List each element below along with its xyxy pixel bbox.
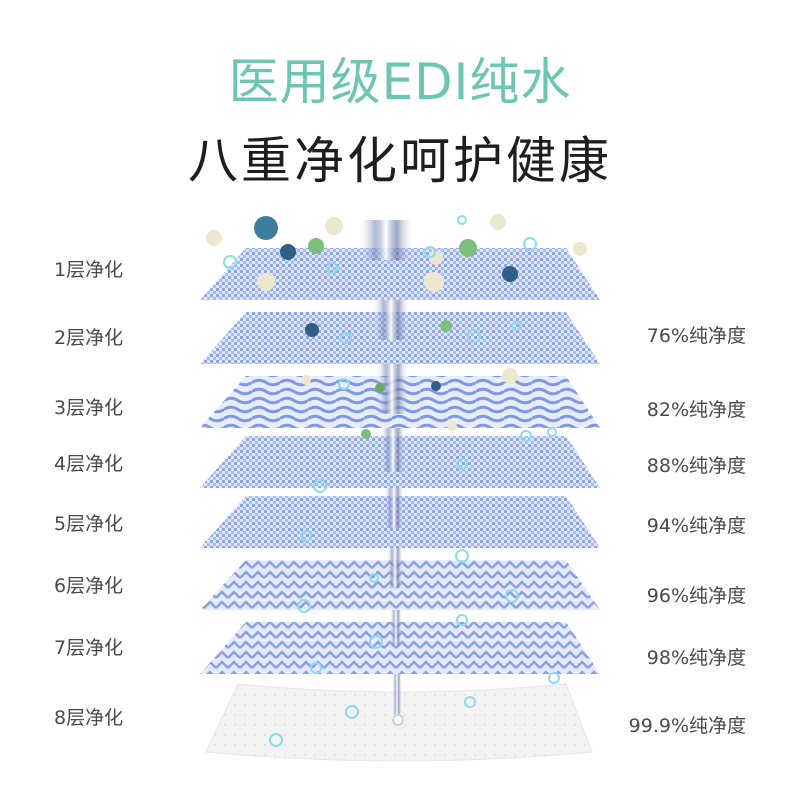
- water-stream-segment: [384, 488, 404, 528]
- layer-label-6: 6层净化: [54, 575, 124, 597]
- purity-label-2: 76%纯净度: [646, 325, 746, 347]
- water-stream-segment: [372, 300, 410, 340]
- purity-label-7: 98%纯净度: [646, 647, 746, 669]
- layer-label-4: 4层净化: [54, 453, 124, 475]
- impurity-particles: [206, 214, 587, 439]
- water-stream-segment: [392, 674, 402, 714]
- layer-label-3: 3层净化: [54, 397, 124, 419]
- filter-layer-1: [200, 248, 600, 300]
- page-subtitle: 八重净化呵护健康: [188, 132, 612, 190]
- layer-label-1: 1层净化: [54, 259, 124, 281]
- purity-label-6: 96%纯净度: [646, 585, 746, 607]
- water-stream-segment: [380, 428, 406, 472]
- water-bubbles: [223, 215, 560, 747]
- purity-label-3: 82%纯净度: [646, 399, 746, 421]
- layer-label-8: 8层净化: [54, 707, 124, 729]
- layer-label-7: 7层净化: [54, 637, 124, 659]
- water-drop: [392, 714, 404, 726]
- purity-label-4: 88%纯净度: [646, 455, 746, 477]
- layer-label-5: 5层净化: [54, 513, 124, 535]
- page-title: 医用级EDI纯水: [228, 53, 572, 111]
- layer-label-2: 2层净化: [54, 327, 124, 349]
- water-stream-segment: [390, 610, 402, 646]
- water-stream: [358, 220, 414, 260]
- purity-label-8: 99.9%纯净度: [628, 715, 746, 737]
- water-stream-segment: [387, 548, 403, 588]
- filter-layer-7: [200, 622, 600, 674]
- purity-label-5: 94%纯净度: [646, 515, 746, 537]
